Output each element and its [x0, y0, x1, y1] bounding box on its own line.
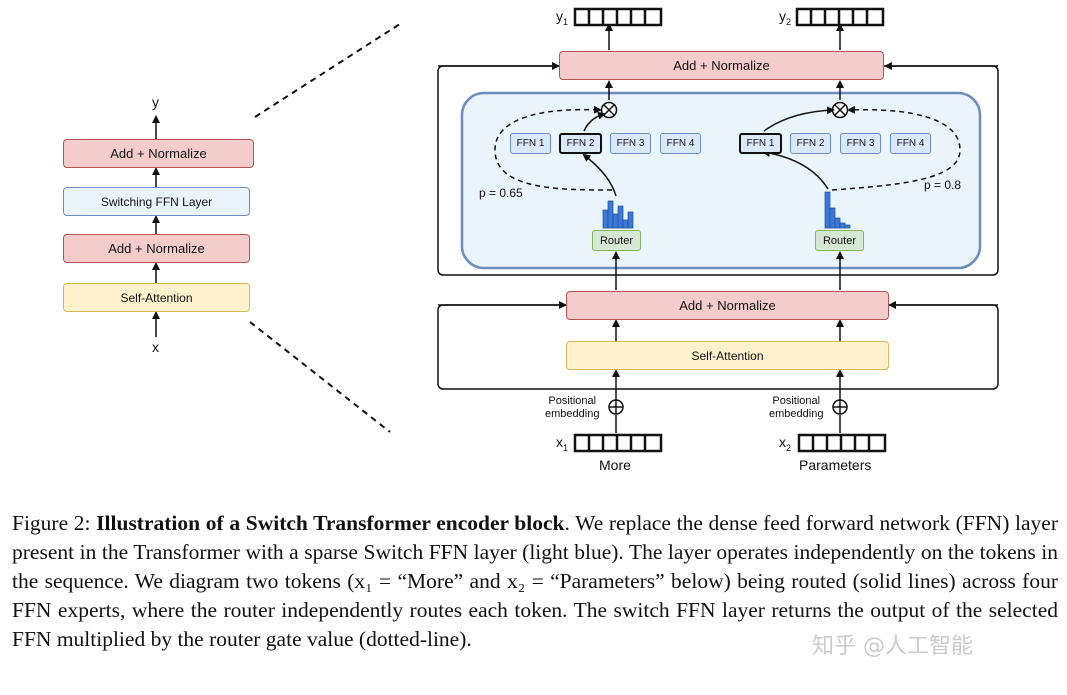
p1-label: p = 0.65 — [479, 186, 523, 200]
token2-ffn-1: FFN 1 — [739, 133, 782, 154]
right-self-attention: Self-Attention — [566, 341, 889, 370]
router-hist-1 — [602, 200, 634, 229]
token2-ffn-3: FFN 3 — [840, 133, 881, 154]
p2-label: p = 0.8 — [924, 178, 962, 192]
pos-emb-label-1: Positional embedding — [545, 395, 600, 420]
zoom-lines — [249, 21, 404, 433]
x1-vector — [573, 433, 663, 453]
token2-label: Parameters — [799, 457, 872, 473]
left-self-attention: Self-Attention — [63, 283, 250, 312]
left-add-normalize-bottom: Add + Normalize — [63, 234, 250, 263]
x1-label: x1 — [556, 434, 569, 453]
router-2: Router — [815, 230, 864, 251]
caption-body: . We replace the dense feed forward netw… — [12, 511, 1058, 651]
caption-prefix: Figure 2: — [12, 511, 91, 535]
left-add-normalize-top: Add + Normalize — [63, 139, 254, 168]
switch-ffn-region — [460, 91, 982, 270]
multiply-node-1 — [600, 101, 618, 119]
x2-label: x2 — [779, 434, 792, 453]
y1-label: y1 — [556, 8, 569, 27]
router-1: Router — [592, 230, 641, 251]
y2-vector — [795, 7, 885, 27]
token1-ffn-4: FFN 4 — [660, 133, 701, 154]
token1-ffn-2: FFN 2 — [559, 133, 602, 154]
token1-label: More — [599, 457, 631, 473]
figure-caption: Figure 2: Illustration of a Switch Trans… — [12, 509, 1058, 654]
router-hist-2 — [824, 191, 851, 229]
token1-ffn-1: FFN 1 — [510, 133, 551, 154]
x2-vector — [797, 433, 887, 453]
token2-ffn-2: FFN 2 — [790, 133, 831, 154]
y1-vector — [573, 7, 663, 27]
token2-ffn-4: FFN 4 — [890, 133, 931, 154]
left-switching-ffn-layer: Switching FFN Layer — [63, 187, 250, 216]
caption-title: Illustration of a Switch Transformer enc… — [96, 511, 565, 535]
right-add-normalize-top: Add + Normalize — [559, 51, 884, 80]
token1-ffn-3: FFN 3 — [610, 133, 651, 154]
right-add-normalize-bottom: Add + Normalize — [566, 291, 889, 320]
y2-label: y2 — [779, 8, 792, 27]
pos-emb-label-2: Positional embedding — [769, 395, 824, 420]
watermark: 知乎 @人工智能 — [812, 634, 973, 659]
left-output-label: y — [152, 94, 159, 110]
left-input-label: x — [152, 339, 159, 355]
multiply-node-2 — [831, 101, 849, 119]
